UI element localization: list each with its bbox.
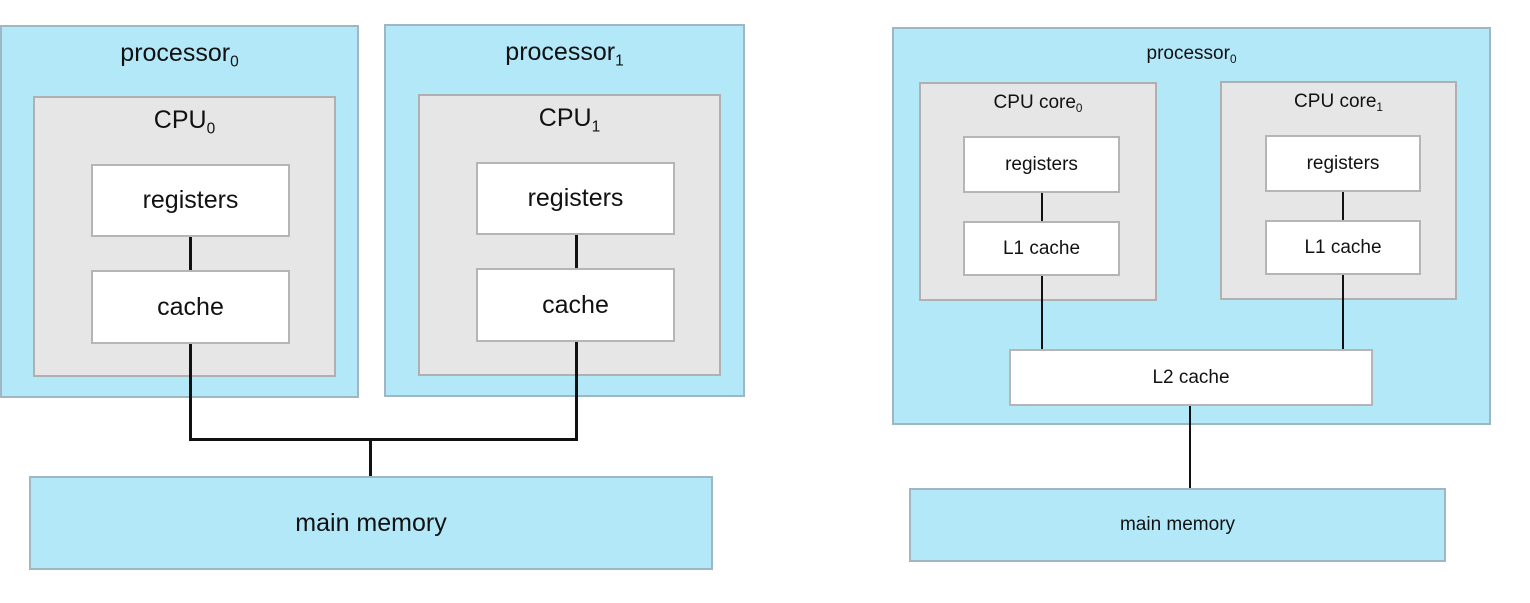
cpu-core-1-l1-cache-label: L1 cache: [1304, 236, 1382, 258]
l2-cache: L2 cache: [1009, 349, 1373, 406]
cpu-1-registers: registers: [476, 162, 675, 235]
cpu-0-name: CPU: [153, 106, 207, 134]
cpu-core-1-registers-label: registers: [1306, 152, 1380, 174]
multicore-processor-label: processor0: [894, 43, 1489, 65]
processor-0-index: 0: [230, 53, 239, 71]
cpu-core-0-registers: registers: [963, 136, 1120, 193]
cpu-1-index: 1: [591, 118, 601, 136]
cpu-core-0-l1-cache-label: L1 cache: [1002, 237, 1081, 259]
core-0-registers-l1-connector: [1041, 193, 1043, 221]
cpu-core-1-index: 1: [1376, 101, 1383, 115]
cpu-core-1-label: CPU core1: [1222, 91, 1455, 113]
processor-1-label: processor1: [386, 38, 743, 70]
cpu-1-label: CPU1: [420, 104, 719, 136]
cpu-core-0-name: CPU core: [993, 92, 1076, 113]
cpu-0-index: 0: [206, 120, 216, 138]
cpu-core-0-label: CPU core0: [921, 92, 1155, 114]
right-main-memory: main memory: [909, 488, 1446, 562]
l2-cache-label: L2 cache: [1152, 366, 1230, 388]
cpu-1-cache-label: cache: [542, 290, 609, 319]
system-bus: [189, 438, 578, 441]
cpu-1-registers-cache-connector: [575, 235, 578, 268]
cpu-0-registers-label: registers: [142, 186, 239, 214]
core-1-registers-l1-connector: [1342, 192, 1344, 220]
processor-0-label: processor0: [2, 39, 357, 71]
cpu-core-0-index: 0: [1075, 102, 1083, 116]
cpu-0-cache-label: cache: [157, 292, 224, 321]
core-0-l1-l2-connector: [1041, 276, 1043, 350]
cpu-0-registers-cache-connector: [189, 237, 192, 270]
cpu-0-bus-drop: [189, 344, 192, 441]
multicore-processor-name: processor: [1146, 43, 1230, 64]
processor-1-name: processor: [505, 38, 616, 66]
left-main-memory-label: main memory: [295, 508, 447, 537]
right-main-memory-label: main memory: [1119, 514, 1236, 535]
core-1-l1-l2-connector: [1342, 275, 1344, 350]
cpu-0-registers: registers: [91, 164, 290, 237]
processor-1-index: 1: [615, 52, 624, 70]
multicore-processor-index: 0: [1229, 53, 1237, 67]
processor-0-name: processor: [120, 39, 231, 67]
bus-to-memory-connector: [369, 438, 372, 479]
cpu-core-1-registers: registers: [1265, 135, 1421, 192]
cpu-1-bus-drop: [575, 342, 578, 441]
l2-to-memory-connector: [1189, 406, 1191, 490]
cpu-core-1-name: CPU core: [1294, 91, 1377, 112]
cpu-core-1-l1-cache: L1 cache: [1265, 220, 1421, 275]
cpu-0-cache: cache: [91, 270, 290, 344]
cpu-1-registers-label: registers: [527, 184, 624, 212]
cpu-1-name: CPU: [538, 104, 592, 132]
cpu-1-cache: cache: [476, 268, 675, 342]
cpu-core-0-registers-label: registers: [1005, 153, 1078, 175]
cpu-0-label: CPU0: [35, 106, 334, 138]
left-main-memory: main memory: [29, 476, 713, 570]
cpu-core-0-l1-cache: L1 cache: [963, 221, 1120, 276]
